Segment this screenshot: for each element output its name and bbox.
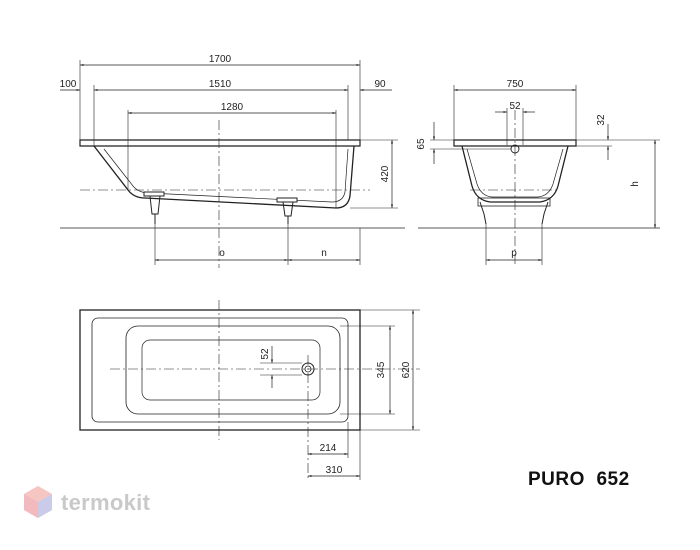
dim-rim-left: 100 [60, 79, 77, 90]
end-view-labels: 750 52 32 65 h p [416, 79, 641, 259]
dim-foot-spacing: o [219, 248, 225, 259]
plan-outer [79, 309, 361, 431]
logo-text: termokit [61, 490, 151, 515]
dim-drain-offset: 214 [320, 443, 337, 454]
dim-drain-diameter: 52 [509, 101, 521, 112]
model-name: PURO 652 [528, 469, 630, 490]
foot-left [143, 191, 165, 224]
tub-body [93, 145, 355, 209]
dim-height: 420 [380, 165, 391, 182]
dim-foot-to-end: n [321, 248, 327, 259]
dim-foot-width: p [511, 248, 517, 259]
plan-basin [125, 325, 341, 415]
plan-view [79, 300, 420, 480]
dim-inner-length: 1510 [209, 79, 232, 90]
dim-drain-to-end: 310 [326, 465, 343, 476]
dim-inner-width: 345 [376, 361, 387, 378]
plan-bottom [141, 339, 321, 401]
plan-view-labels: 52 345 620 214 310 [260, 348, 412, 476]
dim-rim-right: 90 [374, 79, 386, 90]
dim-rim-thickness: 32 [596, 114, 607, 126]
cube-icon [24, 486, 52, 518]
tub-rim [79, 139, 361, 147]
termokit-logo: termokit [22, 484, 172, 528]
side-view-labels: 1700 100 1510 90 1280 420 o n [60, 54, 391, 259]
dim-drain-height: 65 [416, 138, 427, 150]
foot-right [276, 197, 298, 224]
dim-plan-drain-diameter: 52 [260, 348, 271, 360]
dim-bottom-length: 1280 [221, 102, 244, 113]
dim-width: 750 [507, 79, 524, 90]
dim-overall-length: 1700 [209, 54, 232, 65]
dim-total-height: h [630, 181, 641, 187]
end-view [418, 85, 660, 265]
side-view [60, 60, 405, 268]
dim-outer-width: 620 [401, 361, 412, 378]
plan-rim-inner [91, 317, 349, 423]
